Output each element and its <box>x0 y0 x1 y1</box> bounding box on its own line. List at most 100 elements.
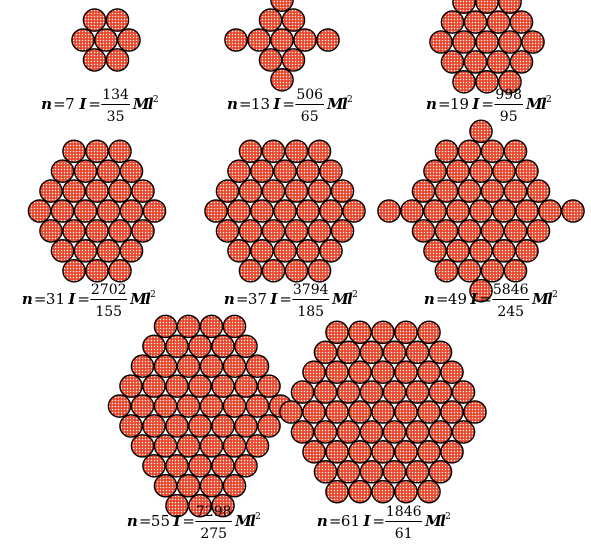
n-symbol: n <box>22 290 33 308</box>
disk <box>423 239 447 263</box>
disk <box>176 434 201 458</box>
disk <box>480 258 505 283</box>
disk <box>165 374 189 398</box>
disk <box>290 380 315 404</box>
equals-sign: = <box>436 290 449 308</box>
disk <box>428 340 453 365</box>
disk <box>258 8 283 32</box>
disk <box>526 179 551 203</box>
disk <box>250 159 274 183</box>
disk <box>39 219 63 243</box>
disk <box>342 199 366 223</box>
disk <box>281 48 306 72</box>
disk <box>199 473 224 498</box>
disk <box>486 10 511 34</box>
disk <box>245 434 270 458</box>
disk <box>417 320 441 345</box>
disk <box>434 258 459 283</box>
equals-sign: = <box>139 512 152 530</box>
disk <box>503 179 528 203</box>
disk <box>85 179 109 203</box>
exponent: 2 <box>552 290 558 300</box>
disk <box>73 239 98 263</box>
fraction-numerator: 1846 <box>386 504 422 520</box>
disk <box>224 28 248 52</box>
disk <box>142 374 166 398</box>
equals-sign: = <box>53 95 66 113</box>
I-symbol: I <box>362 512 371 530</box>
disk <box>330 219 355 243</box>
fraction-denominator: 155 <box>95 304 122 320</box>
fraction-denominator: 61 <box>395 526 413 542</box>
equals-sign: = <box>34 290 47 308</box>
disk <box>273 199 297 223</box>
disk <box>469 159 493 183</box>
disk <box>428 459 453 484</box>
disk <box>348 400 372 424</box>
disk <box>296 159 320 183</box>
disk <box>130 394 155 418</box>
l-symbol: l <box>547 290 553 308</box>
cluster-n37 <box>204 139 366 283</box>
fraction-denominator: 65 <box>301 109 319 125</box>
disk <box>313 340 338 365</box>
disk <box>153 394 178 418</box>
disk <box>319 199 343 223</box>
disk <box>273 159 297 183</box>
l-symbol: l <box>148 95 154 113</box>
disk <box>371 400 395 424</box>
disk <box>538 199 562 223</box>
disk <box>371 360 395 384</box>
disk <box>270 68 294 92</box>
n-value: 7 <box>65 95 75 113</box>
disk <box>429 30 453 54</box>
disk <box>227 199 251 223</box>
disk <box>359 459 384 484</box>
equals-sign: = <box>479 290 492 308</box>
disk <box>417 479 441 504</box>
equals-sign: = <box>236 290 249 308</box>
disk <box>503 139 528 164</box>
disk <box>313 459 338 484</box>
l-symbol: l <box>342 95 348 113</box>
exponent: 2 <box>445 512 451 522</box>
disk <box>176 394 201 418</box>
fraction-denominator: 245 <box>497 304 524 320</box>
l-symbol: l <box>145 290 151 308</box>
disk <box>222 394 247 418</box>
disk <box>199 314 224 339</box>
n-symbol: n <box>41 95 52 113</box>
disk <box>188 453 212 478</box>
disk <box>119 159 144 183</box>
disk <box>457 258 482 283</box>
disk <box>434 139 459 164</box>
disk <box>498 70 522 94</box>
disk <box>492 239 516 263</box>
disk <box>463 400 487 424</box>
equals-sign: = <box>279 290 292 308</box>
M-symbol: M <box>326 95 344 113</box>
disk <box>452 0 476 14</box>
disk <box>284 139 309 164</box>
disk <box>153 354 178 379</box>
disk <box>261 258 286 283</box>
disk <box>119 199 144 223</box>
fraction-numerator: 134 <box>102 87 129 103</box>
I-symbol: I <box>469 290 478 308</box>
n-symbol: n <box>127 512 138 530</box>
disk <box>348 440 372 464</box>
disk <box>515 239 539 263</box>
disk <box>475 0 499 14</box>
disk <box>457 139 482 164</box>
disk <box>521 30 545 54</box>
disk <box>526 219 551 243</box>
disk <box>107 394 132 418</box>
disk <box>234 374 258 398</box>
disk <box>296 239 320 263</box>
disk <box>215 179 240 203</box>
I-symbol: I <box>471 95 480 113</box>
disk <box>313 380 338 404</box>
